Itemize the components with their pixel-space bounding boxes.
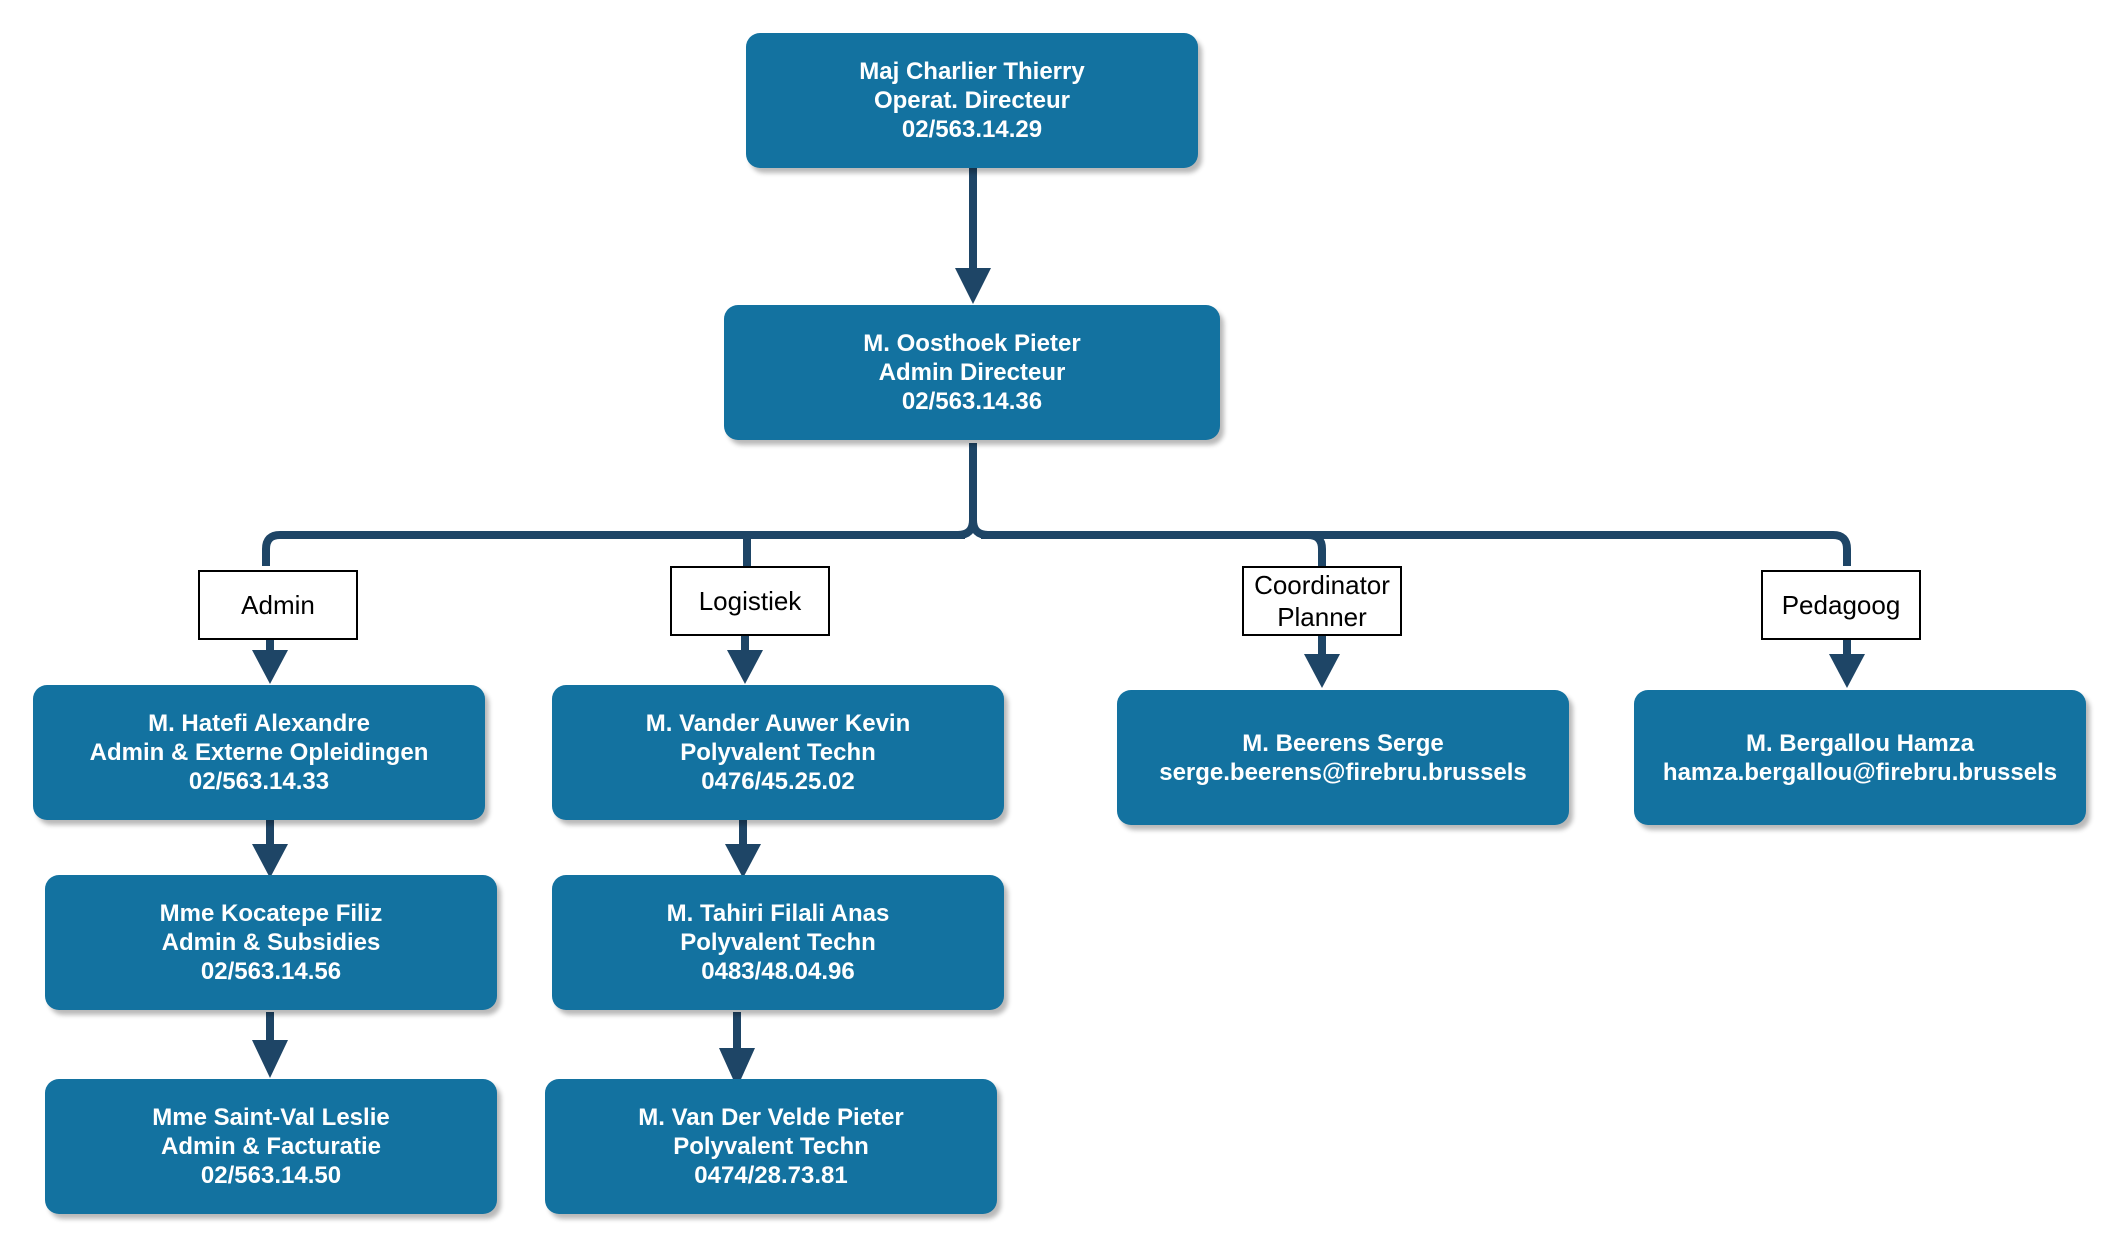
branch-label-pedagoog: Pedagoog (1761, 570, 1921, 640)
node-logistiek-member-3: M. Van Der Velde Pieter Polyvalent Techn… (545, 1079, 997, 1214)
node-name: Mme Saint-Val Leslie (152, 1104, 390, 1131)
node-role: Polyvalent Techn (680, 929, 876, 956)
node-name: Maj Charlier Thierry (859, 58, 1085, 85)
arrowhead-director (955, 268, 991, 304)
branch-label-text: Pedagoog (1781, 590, 1901, 620)
node-name: M. Bergallou Hamza (1745, 729, 1975, 757)
arrowhead-logistiek-1 (727, 650, 763, 684)
arrowhead-admin-1 (252, 650, 288, 684)
node-admin-member-3: Mme Saint-Val Leslie Admin & Facturatie … (45, 1079, 497, 1214)
node-phone: 0474/28.73.81 (694, 1162, 848, 1189)
connector-bus-pedagoog (1308, 531, 1851, 566)
node-name: M. Oosthoek Pieter (863, 330, 1081, 357)
node-admin-member-1: M. Hatefi Alexandre Admin & Externe Ople… (33, 685, 485, 820)
arrowhead-coordinator (1304, 654, 1340, 688)
node-role: Polyvalent Techn (673, 1133, 869, 1160)
connector-bus-right (981, 531, 1326, 566)
node-phone: 02/563.14.50 (200, 1162, 342, 1189)
branch-label-line-1: Coordinator (1254, 570, 1390, 600)
node-phone: 0483/48.04.96 (701, 958, 855, 985)
node-phone: 02/563.14.56 (200, 958, 342, 985)
node-role: Admin & Externe Opleidingen (89, 739, 429, 766)
node-name: M. Vander Auwer Kevin (645, 710, 911, 737)
node-phone: 02/563.14.36 (901, 388, 1043, 415)
node-phone: 02/563.14.29 (901, 116, 1043, 143)
node-role: Polyvalent Techn (680, 739, 876, 766)
node-pedagoog-member-1: M. Bergallou Hamza hamza.bergallou@fireb… (1634, 690, 2086, 825)
arrowhead-log-3 (719, 1048, 755, 1088)
node-logistiek-member-1: M. Vander Auwer Kevin Polyvalent Techn 0… (552, 685, 1004, 820)
arrowhead-log-2 (725, 844, 761, 878)
node-admin-member-2: Mme Kocatepe Filiz Admin & Subsidies 02/… (45, 875, 497, 1010)
node-role: Admin Directeur (878, 359, 1066, 386)
branch-label-text: Logistiek (698, 586, 802, 616)
branch-label-logistiek: Logistiek (670, 566, 830, 636)
node-operat-directeur: Maj Charlier Thierry Operat. Directeur 0… (746, 33, 1198, 168)
node-name: M. Hatefi Alexandre (148, 710, 370, 737)
connector-bus-left (262, 531, 965, 566)
node-role: Admin & Facturatie (160, 1133, 382, 1160)
node-admin-directeur: M. Oosthoek Pieter Admin Directeur 02/56… (724, 305, 1220, 440)
node-name: M. Tahiri Filali Anas (666, 900, 890, 927)
node-phone: 02/563.14.33 (188, 768, 330, 795)
node-role: Operat. Directeur (873, 87, 1071, 114)
branch-label-coordinator-planner: Coordinator Planner (1242, 566, 1402, 636)
node-coordinator-member-1: M. Beerens Serge serge.beerens@firebru.b… (1117, 690, 1569, 825)
branch-label-line-2: Planner (1277, 602, 1367, 632)
node-logistiek-member-2: M. Tahiri Filali Anas Polyvalent Techn 0… (552, 875, 1004, 1010)
branch-label-text: Admin (241, 590, 315, 620)
node-name: M. Van Der Velde Pieter (638, 1104, 904, 1131)
node-role: Admin & Subsidies (161, 929, 381, 956)
node-name: M. Beerens Serge (1242, 729, 1444, 757)
arrowhead-admin-2 (252, 844, 288, 878)
node-email: hamza.bergallou@firebru.brussels (1662, 758, 2058, 786)
node-name: Mme Kocatepe Filiz (159, 900, 383, 927)
arrowhead-pedagoog (1829, 654, 1865, 688)
branch-label-admin: Admin (198, 570, 358, 640)
node-phone: 0476/45.25.02 (701, 768, 855, 795)
node-email: serge.beerens@firebru.brussels (1159, 758, 1527, 786)
arrowhead-admin-3 (252, 1040, 288, 1078)
